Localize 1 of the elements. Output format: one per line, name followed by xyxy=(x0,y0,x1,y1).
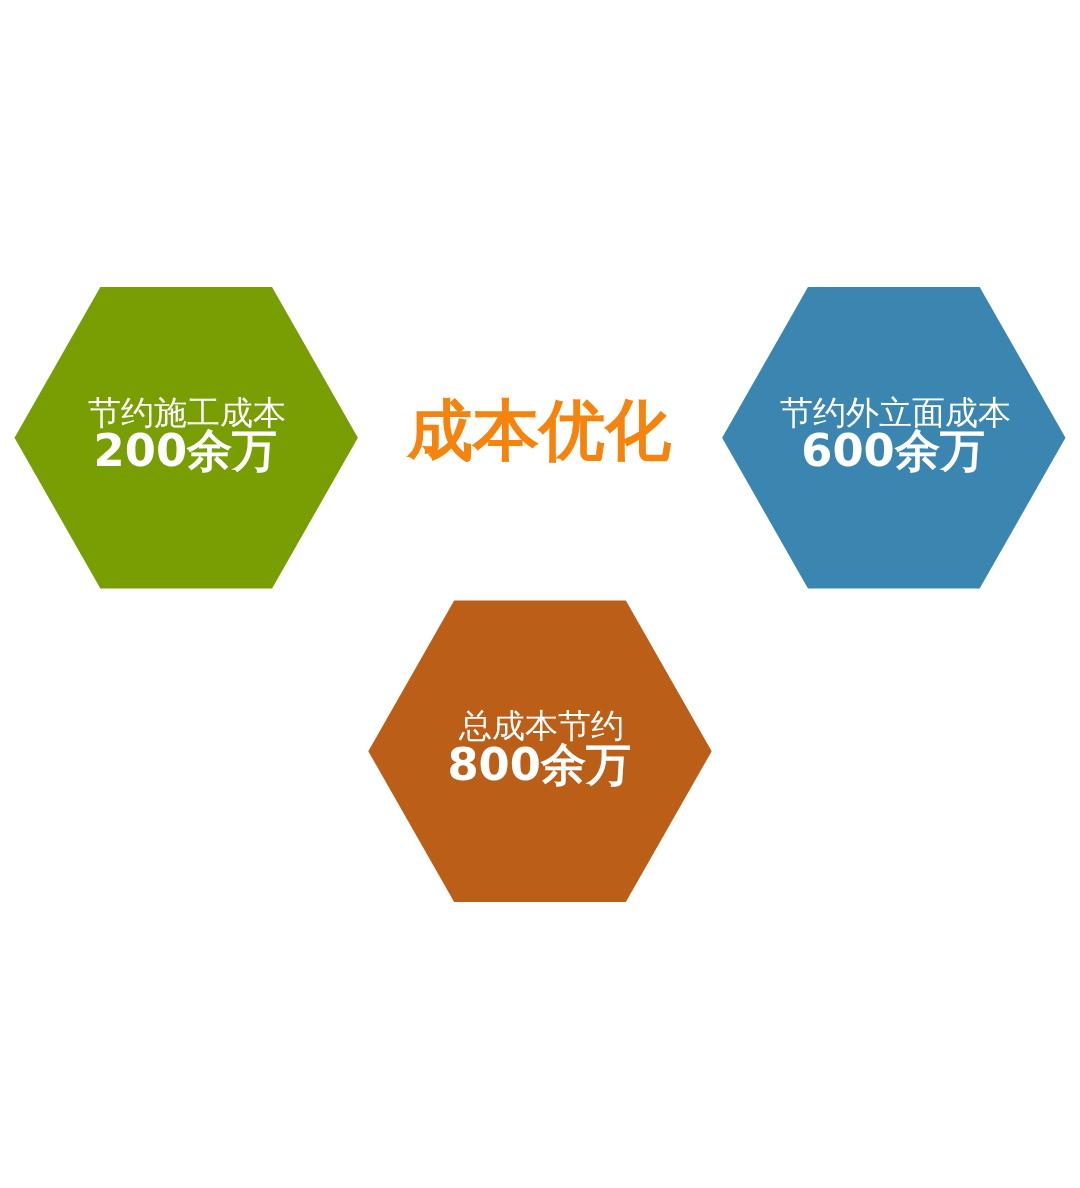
node-text: 成本优化 xyxy=(407,391,672,468)
